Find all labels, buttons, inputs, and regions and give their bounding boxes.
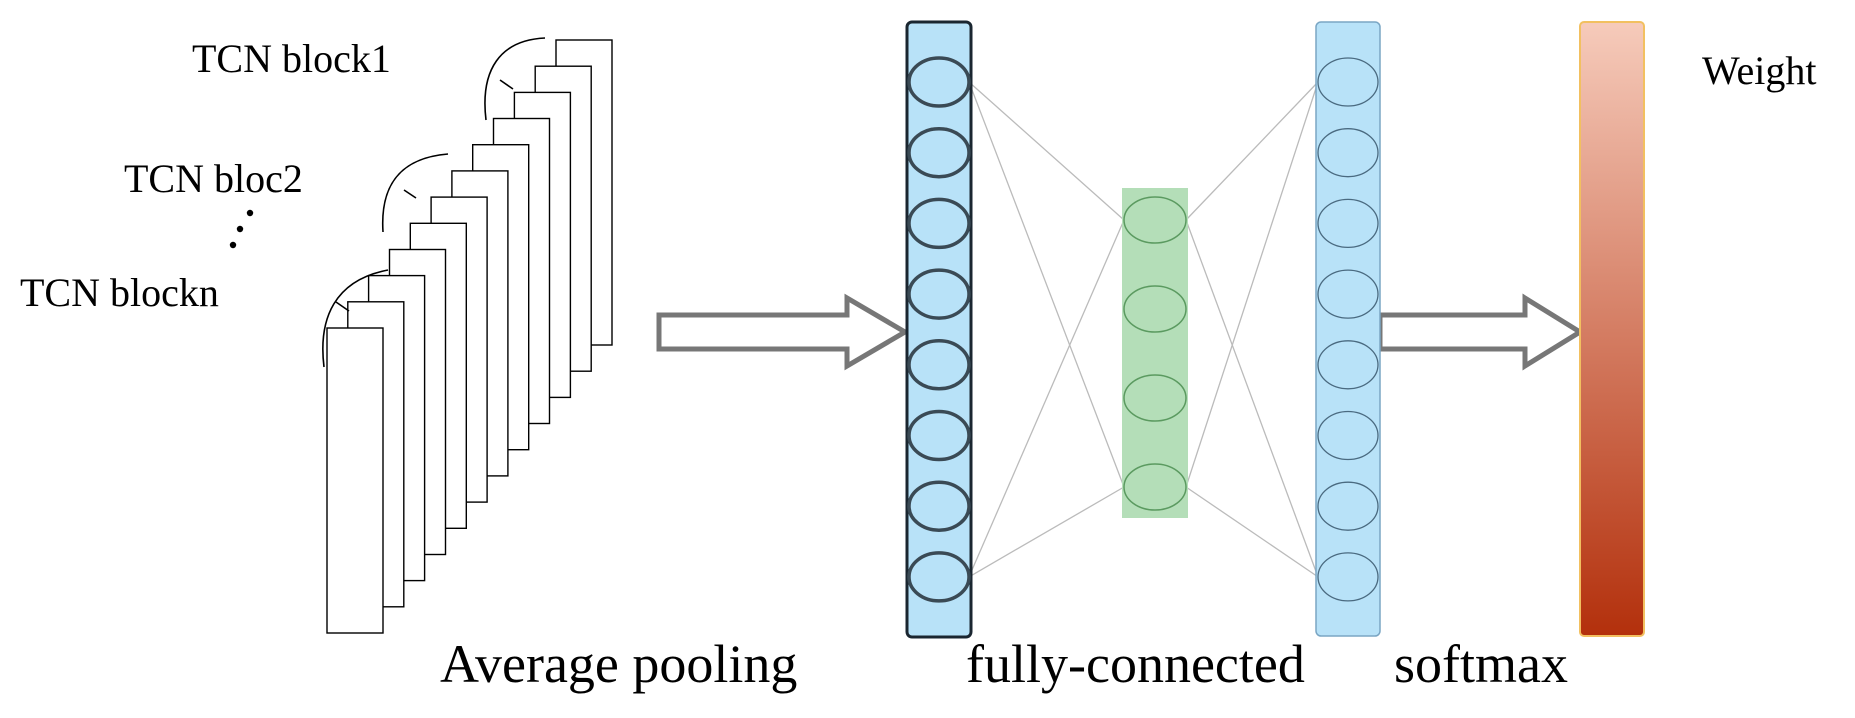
ellipsis-dots xyxy=(229,209,254,249)
connection-line xyxy=(1185,486,1319,578)
label-weight: Weight xyxy=(1702,48,1817,93)
pooling-layer-bar xyxy=(905,20,973,639)
pooling-node xyxy=(907,268,971,320)
label-tcn-blockn: TCN blockn xyxy=(20,270,219,315)
hidden-node xyxy=(1123,196,1187,244)
hidden-node xyxy=(1123,285,1187,333)
output-layer-bar xyxy=(1315,21,1381,637)
output-node xyxy=(1317,128,1379,178)
connection-line xyxy=(1185,81,1319,488)
connection-line xyxy=(1185,219,1319,578)
pooling-node xyxy=(907,126,971,179)
connection-line xyxy=(968,486,1125,578)
weight-bar xyxy=(1579,21,1645,637)
brace-blockn-tick xyxy=(335,301,350,312)
hidden-node xyxy=(1123,463,1187,511)
pooling-node xyxy=(907,409,971,462)
arrow-to-weight xyxy=(1377,293,1585,371)
output-node xyxy=(1317,57,1379,107)
block-braces xyxy=(322,37,546,368)
output-node xyxy=(1317,269,1379,319)
hidden-node xyxy=(1123,374,1187,422)
output-node xyxy=(1317,410,1379,461)
brace-blockn xyxy=(322,269,389,368)
tcn-block-stack xyxy=(326,39,613,634)
pooling-node xyxy=(907,480,971,532)
connection-line xyxy=(968,81,1125,221)
hidden-nodes xyxy=(1123,196,1187,511)
label-tcn-block1: TCN block1 xyxy=(192,36,391,81)
output-node xyxy=(1317,198,1379,249)
brace-block1 xyxy=(484,37,546,121)
connection-line xyxy=(968,219,1125,578)
pooling-nodes xyxy=(907,56,971,603)
label-tcn-block2: TCN bloc2 xyxy=(124,156,303,201)
pooling-node xyxy=(907,551,971,603)
label-softmax: softmax xyxy=(1394,634,1568,694)
brace-block1-tick xyxy=(499,79,514,90)
pooling-node xyxy=(907,339,971,391)
connection-line xyxy=(968,81,1125,488)
pooling-node xyxy=(907,56,971,108)
brace-block2 xyxy=(381,153,449,233)
label-fully-connected: fully-connected xyxy=(966,634,1305,694)
tcn-page xyxy=(326,327,384,634)
output-node xyxy=(1317,340,1379,390)
output-nodes xyxy=(1317,57,1379,602)
connection-line xyxy=(1185,81,1319,221)
output-node xyxy=(1317,552,1379,602)
arrow-to-pooling xyxy=(656,293,910,371)
pooling-node xyxy=(907,197,971,250)
label-average-pooling: Average pooling xyxy=(440,634,797,694)
fc-connections xyxy=(968,81,1319,578)
brace-block2-tick xyxy=(403,189,417,199)
output-node xyxy=(1317,481,1379,531)
